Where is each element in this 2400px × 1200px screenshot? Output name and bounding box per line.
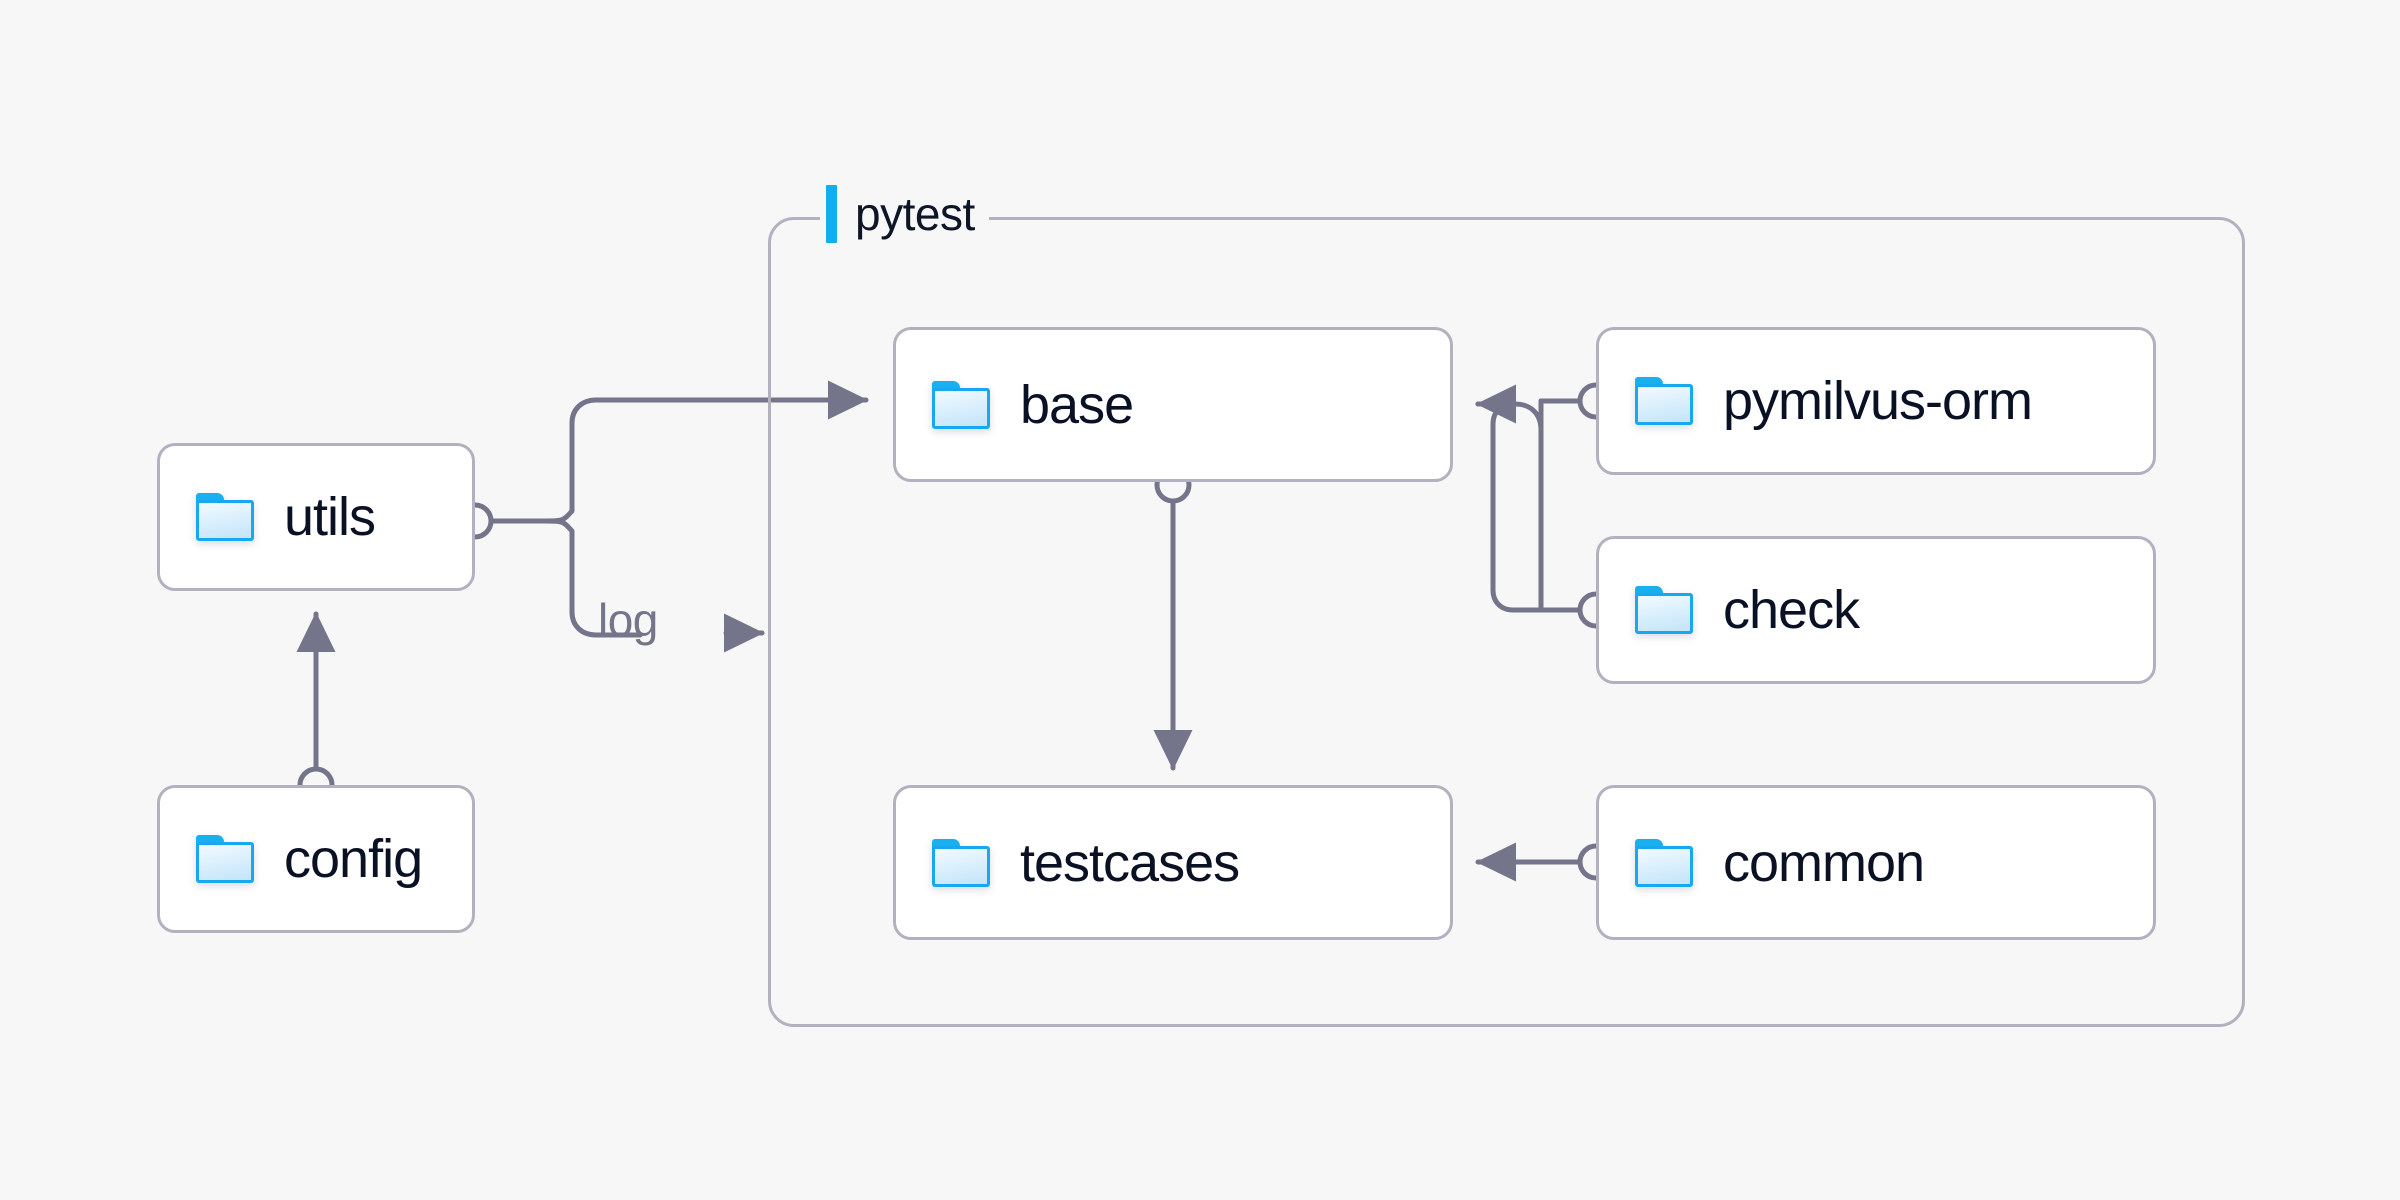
group-title-label: pytest bbox=[855, 188, 975, 240]
node-pymilvus-orm[interactable]: pymilvus-orm bbox=[1596, 327, 2156, 475]
edge-label-log-text: log bbox=[598, 594, 658, 646]
node-label-common: common bbox=[1723, 832, 1925, 893]
node-label-testcases: testcases bbox=[1020, 832, 1240, 893]
node-config[interactable]: config bbox=[157, 785, 475, 933]
group-container-pytest bbox=[768, 217, 2245, 1027]
node-label-base: base bbox=[1020, 374, 1134, 435]
node-common[interactable]: common bbox=[1596, 785, 2156, 940]
folder-icon bbox=[196, 493, 254, 541]
node-label-config: config bbox=[284, 829, 423, 889]
node-check[interactable]: check bbox=[1596, 536, 2156, 684]
node-label-pymilvus-orm: pymilvus-orm bbox=[1723, 371, 2033, 431]
node-label-check: check bbox=[1723, 580, 1860, 640]
node-testcases[interactable]: testcases bbox=[893, 785, 1453, 940]
folder-icon bbox=[196, 835, 254, 883]
group-title-pytest: pytest bbox=[820, 183, 989, 245]
edge-label-log: log bbox=[598, 593, 658, 647]
node-label-utils: utils bbox=[284, 487, 376, 547]
folder-icon bbox=[1635, 377, 1693, 425]
accent-bar-icon bbox=[826, 185, 837, 243]
folder-icon bbox=[932, 838, 990, 887]
folder-icon bbox=[1635, 586, 1693, 634]
folder-icon bbox=[1635, 838, 1693, 887]
node-utils[interactable]: utils bbox=[157, 443, 475, 591]
folder-icon bbox=[932, 380, 990, 429]
node-base[interactable]: base bbox=[893, 327, 1453, 482]
